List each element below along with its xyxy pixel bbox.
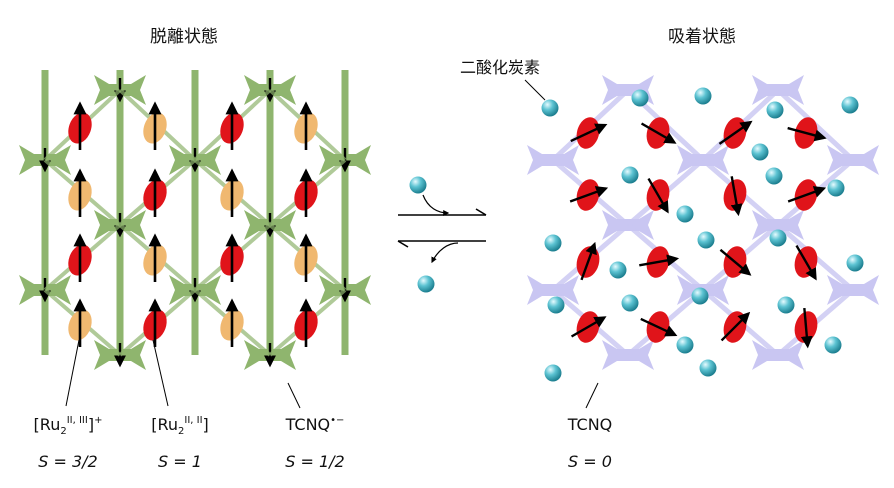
desorption-curve-arrow <box>431 242 459 264</box>
left-panel-title: 脱離状態 <box>150 27 218 47</box>
spin-arrow <box>640 317 678 337</box>
spin-arrow <box>640 122 677 144</box>
adsorbed-lattice <box>527 75 879 382</box>
tcnq-neutral-leader-line <box>585 382 599 409</box>
co2-molecule <box>544 234 562 252</box>
co2-molecule <box>621 294 639 312</box>
co2-molecule <box>777 296 795 314</box>
tcnq-leader-line <box>287 382 301 409</box>
ru-divalent-label: [Ru2II, II] <box>151 415 209 437</box>
co2-label: 二酸化炭素 <box>460 58 540 77</box>
spin-arrow <box>569 186 609 203</box>
ru22-leader-line <box>152 339 169 407</box>
spin-arrow <box>795 244 817 281</box>
tcnq-neutral-label: TCNQ <box>567 415 613 434</box>
ru-divalent-spin: S = 1 <box>158 452 202 471</box>
desorbed-lattice <box>19 70 371 370</box>
spin-arrow <box>720 311 751 342</box>
spin-arrow <box>647 177 669 214</box>
equilibrium-arrows <box>397 176 487 293</box>
co2-molecule <box>609 261 627 279</box>
co2-molecule <box>694 87 712 105</box>
co2-molecule <box>676 336 694 354</box>
co2-molecule <box>547 296 565 314</box>
co2-molecule <box>541 99 559 117</box>
co2-molecule <box>544 364 562 382</box>
spin-arrow <box>787 186 827 203</box>
co2-molecule <box>841 96 859 114</box>
co2-molecule <box>621 166 639 184</box>
spin-arrow <box>787 126 827 142</box>
co2-molecule-in <box>409 176 427 194</box>
co2-leader-line <box>524 79 546 101</box>
tcnq-radical-spin: S = 1/2 <box>285 452 344 471</box>
tcnq-neutral-spin: S = 0 <box>568 452 612 471</box>
right-panel-title: 吸着状態 <box>668 27 736 47</box>
spin-arrow <box>719 248 752 276</box>
spin-arrow <box>639 254 680 267</box>
spin-arrow <box>730 176 743 217</box>
co2-molecule <box>751 143 769 161</box>
co2-molecule <box>676 205 694 223</box>
spin-arrow <box>570 123 608 143</box>
ru23-leader-line <box>65 339 80 407</box>
co2-molecule <box>846 254 864 272</box>
co2-molecule <box>765 167 783 185</box>
forward-arrowhead <box>475 208 487 216</box>
spin-arrow <box>800 307 813 349</box>
co2-molecule <box>631 89 649 107</box>
ru-mixed-valence-spin: S = 3/2 <box>38 452 97 471</box>
ru-mixed-valence-label: [Ru2II, III]+ <box>34 415 103 437</box>
co2-molecule <box>766 101 784 119</box>
tcnq-radical-label: TCNQ•− <box>285 415 345 434</box>
co2-molecule <box>827 179 845 197</box>
co2-molecule <box>824 336 842 354</box>
spin-arrow <box>580 241 597 281</box>
spin-arrow <box>718 120 753 145</box>
co2-molecule <box>697 231 715 249</box>
co2-molecule <box>769 229 787 247</box>
adsorption-curve-arrow <box>422 194 450 216</box>
co2-molecule-out <box>417 275 435 293</box>
co2-molecule <box>691 287 709 305</box>
spin-arrow <box>570 316 607 338</box>
reverse-arrowhead <box>397 240 409 248</box>
co2-molecule <box>699 359 717 377</box>
